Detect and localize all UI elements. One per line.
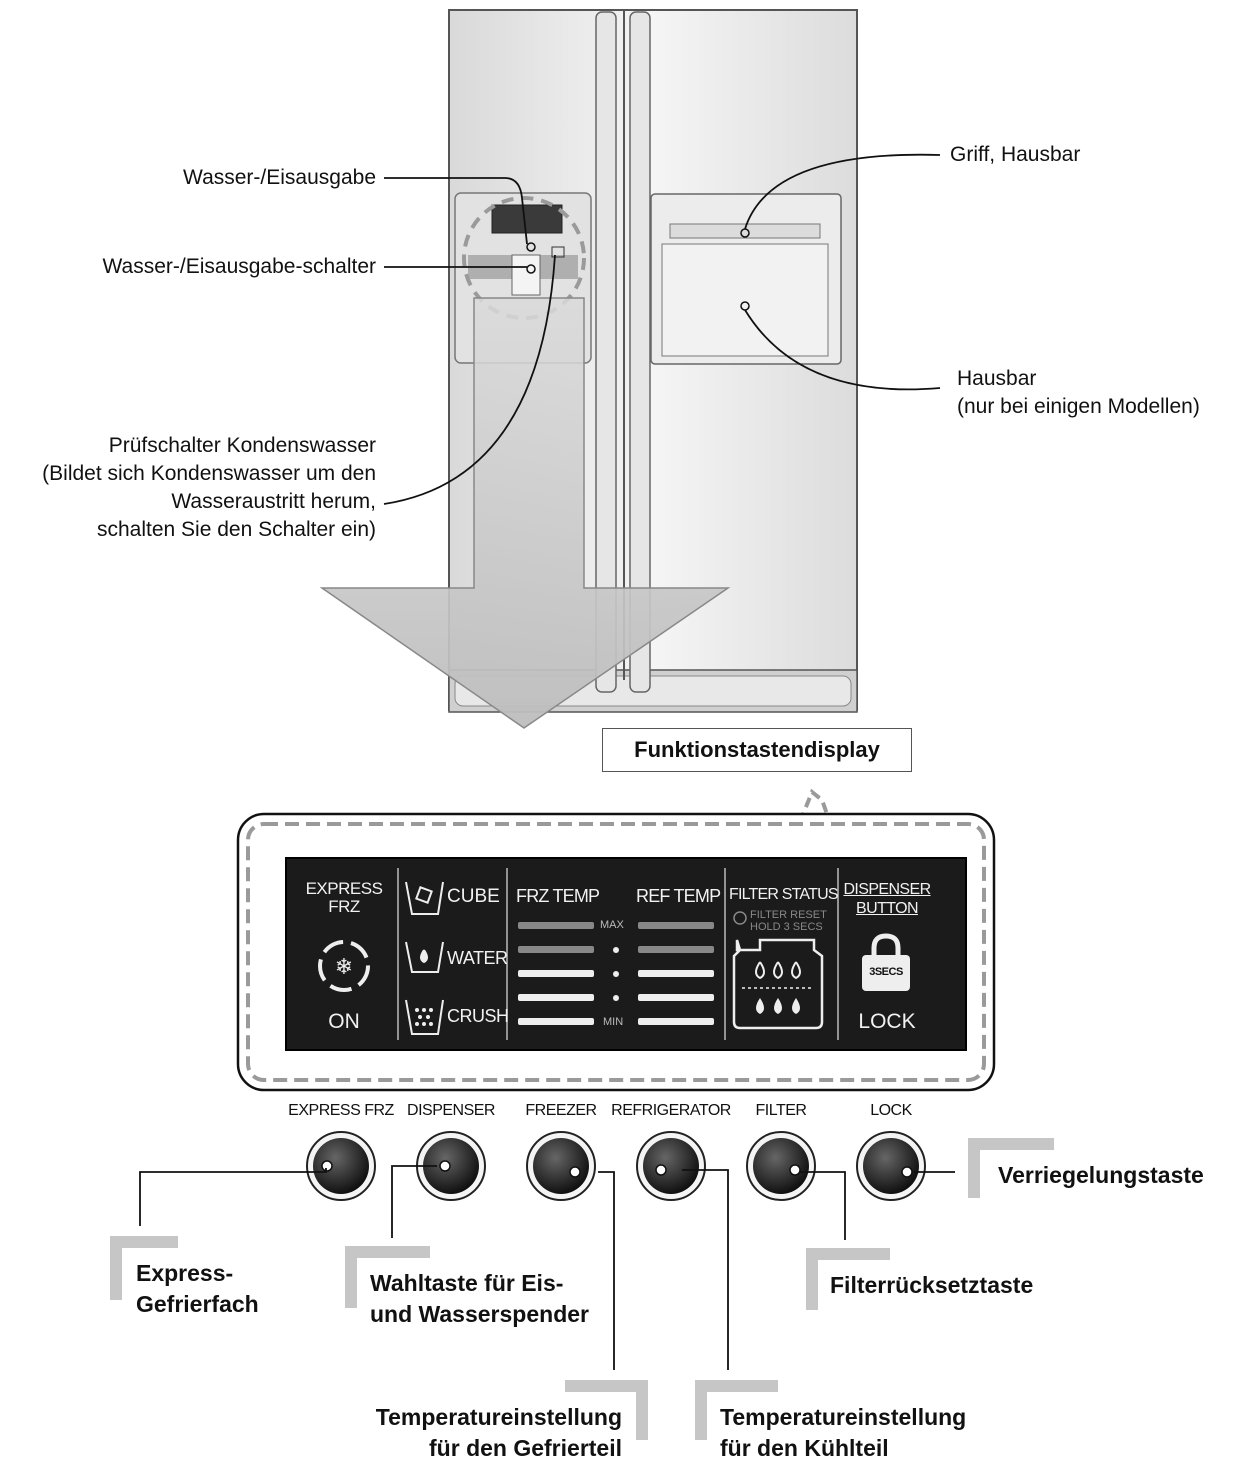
function-express: Express- Gefrierfach (136, 1260, 259, 1317)
fridge-handle (629, 11, 651, 693)
filter-status-label: FILTER STATUS (729, 886, 839, 903)
button-row (306, 1131, 926, 1201)
button-label-lock: LOCK (870, 1102, 912, 1119)
function-fridge-temp: Temperatureinstellung für den Kühlteil (720, 1404, 967, 1461)
bracket-lock (968, 1138, 1054, 1198)
zoom-arrow (319, 297, 731, 729)
callout-line-freezer (598, 1171, 615, 1370)
filter-button[interactable] (746, 1131, 816, 1201)
label-dispenser: Wasser-/Eisausgabe (183, 166, 376, 189)
express-frz-state: ON (328, 1010, 360, 1033)
scale-dots (613, 947, 619, 1001)
callout-line-filter (800, 1171, 846, 1240)
frz-temp-label: FRZ TEMP (516, 886, 600, 906)
express-frz-title: EXPRESS FRZ (305, 879, 383, 916)
freezer-handle (595, 11, 617, 693)
lock-icon (862, 933, 910, 991)
callout-line-dispenser (384, 177, 528, 245)
filter-status-icon (732, 911, 824, 1030)
bracket-express (110, 1236, 178, 1300)
function-lock: Verriegelungstaste (998, 1162, 1204, 1188)
callout-line-homebar (744, 309, 941, 391)
lock-secs: 3SECS (869, 966, 903, 978)
panel-dashed-outline (246, 822, 986, 1082)
dispenser-highlight (462, 196, 586, 320)
express-frz-icon: ❄ (318, 940, 370, 992)
lock-state: LOCK (858, 1010, 916, 1033)
bracket-fridge (695, 1380, 778, 1440)
lock-button[interactable] (856, 1131, 926, 1201)
label-handle-homebar: Griff, Hausbar (950, 143, 1081, 166)
mode-cube: CUBE (447, 886, 500, 907)
mode-water: WATER (447, 948, 508, 968)
button-label-dispenser: DISPENSER (407, 1102, 495, 1119)
button-label-filter: FILTER (755, 1102, 807, 1119)
dispenser-button[interactable] (416, 1131, 486, 1201)
dispenser-button-label: DISPENSER BUTTON (843, 881, 931, 917)
callout-line-express (139, 1168, 327, 1226)
label-condensation-switch: Prüfschalter Kondenswasser (Bildet sich … (42, 434, 376, 541)
button-label-freezer: FREEZER (525, 1102, 597, 1119)
callout-line-refrigerator (682, 1169, 729, 1370)
mini-control-panel (491, 204, 563, 234)
label-dispenser-switch: Wasser-/Eisausgabe-schalter (102, 255, 377, 278)
button-label-express-frz: EXPRESS FRZ (288, 1102, 394, 1119)
display-panel (285, 857, 967, 1051)
bracket-freezer (565, 1380, 648, 1440)
bracket-dispenser (345, 1246, 430, 1308)
cube-cup-icon (405, 881, 444, 915)
function-freezer-temp: Temperatureinstellung für den Gefriertei… (375, 1404, 622, 1461)
function-filter-reset: Filterrücksetztaste (830, 1272, 1034, 1298)
crush-cup-icon (405, 999, 444, 1035)
filter-reset-label: FILTER RESET HOLD 3 SECS (750, 909, 827, 933)
title-pointer (798, 788, 834, 829)
label-homebar: Hausbar (nur bei einigen Modellen) (957, 367, 1200, 418)
min-label: MIN (603, 1016, 624, 1028)
ref-temp-label: REF TEMP (636, 886, 721, 906)
refrigerator-button[interactable] (636, 1131, 706, 1201)
freezer-button[interactable] (526, 1131, 596, 1201)
callout-line-handle (744, 153, 941, 230)
ref-temp-bars (638, 922, 714, 1025)
svg-text:❄: ❄ (335, 955, 353, 980)
max-label: MAX (600, 919, 624, 931)
dispenser-pad (511, 254, 541, 296)
button-label-refrigerator: REFRIGERATOR (611, 1102, 731, 1119)
display-title: Funktionstastendisplay (602, 728, 912, 772)
function-dispenser: Wahltaste für Eis- und Wasserspender (370, 1270, 589, 1327)
water-cup-icon (405, 941, 444, 973)
frz-temp-bars (518, 922, 594, 1025)
callout-line-condensation (383, 254, 556, 505)
bracket-filter (806, 1248, 890, 1310)
express-frz-button[interactable] (306, 1131, 376, 1201)
mode-crush: CRUSH (447, 1006, 509, 1026)
callout-line-dispenser-btn (391, 1165, 437, 1238)
